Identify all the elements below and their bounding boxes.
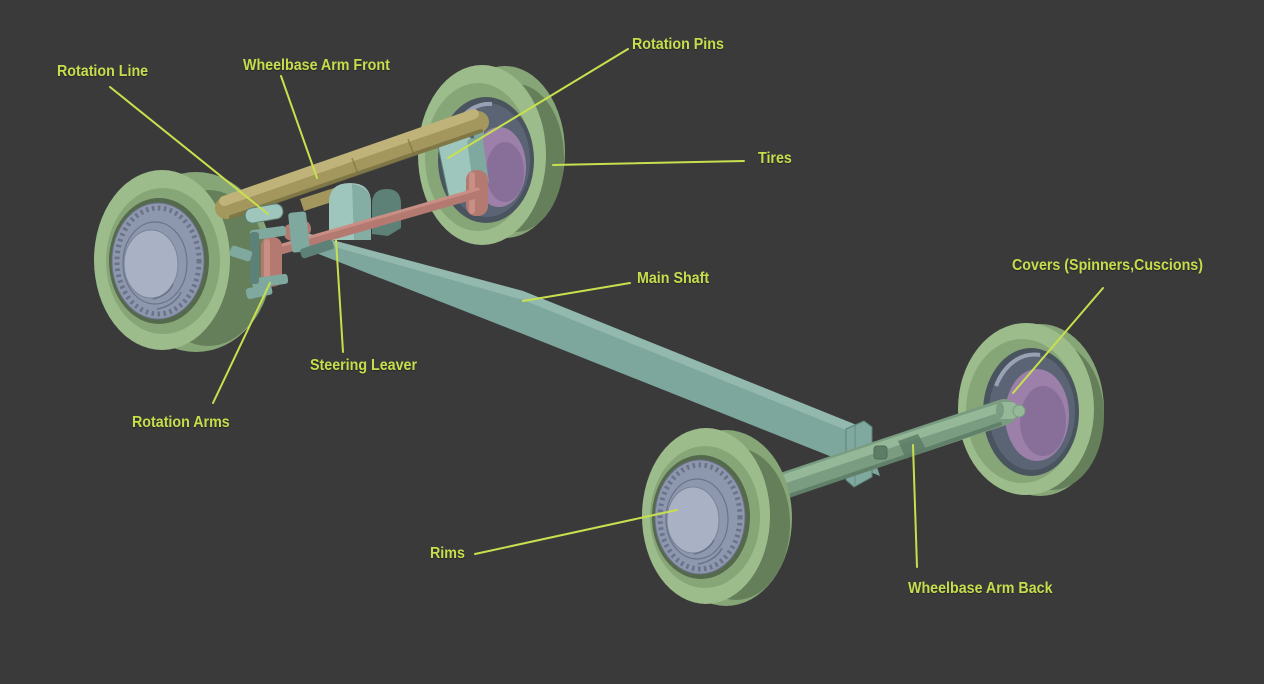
cover-spinner-shade [1020, 386, 1066, 456]
rim-cap-step [693, 539, 715, 555]
leader-wheelbase-arm-front [280, 75, 318, 179]
main-shaft-side [306, 233, 880, 476]
label-wheelbase-arm-back: Wheelbase Arm Back [908, 580, 1053, 597]
leader-main-shaft [522, 282, 631, 302]
rear-axle-tip [1012, 404, 1026, 418]
steering-bracket-mid [288, 211, 310, 253]
label-covers: Covers (Spinners,Cuscions) [1012, 257, 1203, 274]
leader-covers [1012, 287, 1104, 394]
leader-lines [109, 48, 1104, 568]
rotation-arm-post [250, 232, 259, 284]
arm-front-top-face [219, 109, 479, 206]
rim-cap [123, 229, 179, 299]
rim-fins [114, 205, 202, 317]
arm-front-body [215, 111, 489, 219]
leader-steering-leaver [335, 239, 344, 353]
label-rotation-arms: Rotation Arms [132, 414, 230, 431]
steering-bracket-leg [300, 239, 334, 259]
rotation-line-lever [244, 203, 284, 224]
label-wheelbase-arm-front: Wheelbase Arm Front [243, 57, 390, 74]
rim-cap-step2 [156, 291, 182, 310]
label-steering-leaver: Steering Leaver [310, 357, 418, 374]
wheel-rear-left [642, 428, 792, 606]
label-main-shaft: Main Shaft [637, 270, 710, 287]
label-rotation-line: Rotation Line [57, 63, 149, 80]
steering-linkage [229, 187, 483, 300]
main-shaft-part [306, 233, 880, 476]
arm-front-underside [229, 129, 483, 219]
arm-back-hole [873, 445, 888, 460]
arm-back-top-face [761, 402, 1007, 490]
label-tires: Tires [758, 150, 792, 167]
label-rotation-pins: Rotation Pins [632, 36, 724, 53]
arm-front-step2 [407, 138, 415, 156]
rim-ring-highlight [994, 352, 1041, 387]
cover-spinner-shade [486, 142, 524, 202]
arm-back-elbow-notch [898, 434, 926, 459]
rotation-arm-foot [229, 245, 253, 262]
rear-axle-collar [996, 402, 1004, 418]
rim-cap-step [152, 283, 174, 300]
rim-cap-step2 [697, 547, 723, 565]
rim-cap [666, 486, 720, 554]
leader-rotation-line [109, 86, 269, 215]
rotation-arm-cylinder-highlight [264, 239, 270, 281]
main-shaft-top [306, 233, 866, 438]
leader-rims [474, 509, 678, 555]
wheelbase-arm-back-part [751, 399, 1026, 505]
leader-rotation-pins [447, 48, 629, 159]
rotation-arm-foot-lower [245, 283, 273, 300]
wheelbase-arm-front-part [215, 109, 489, 219]
arm-front-step-block [300, 188, 338, 211]
leader-tires [552, 160, 745, 166]
rim-fins [657, 462, 743, 572]
leader-wheelbase-arm-back [912, 444, 918, 568]
label-rims: Rims [430, 545, 465, 562]
rotation-arm-bracket-bottom [251, 273, 289, 289]
wheel-front-right [418, 65, 565, 245]
arm-front-step1 [351, 157, 359, 175]
leader-rotation-arms [212, 282, 271, 404]
rim-ring-line [665, 478, 729, 560]
rim-ring-line [122, 221, 188, 305]
arm-back-underside [766, 422, 1002, 505]
